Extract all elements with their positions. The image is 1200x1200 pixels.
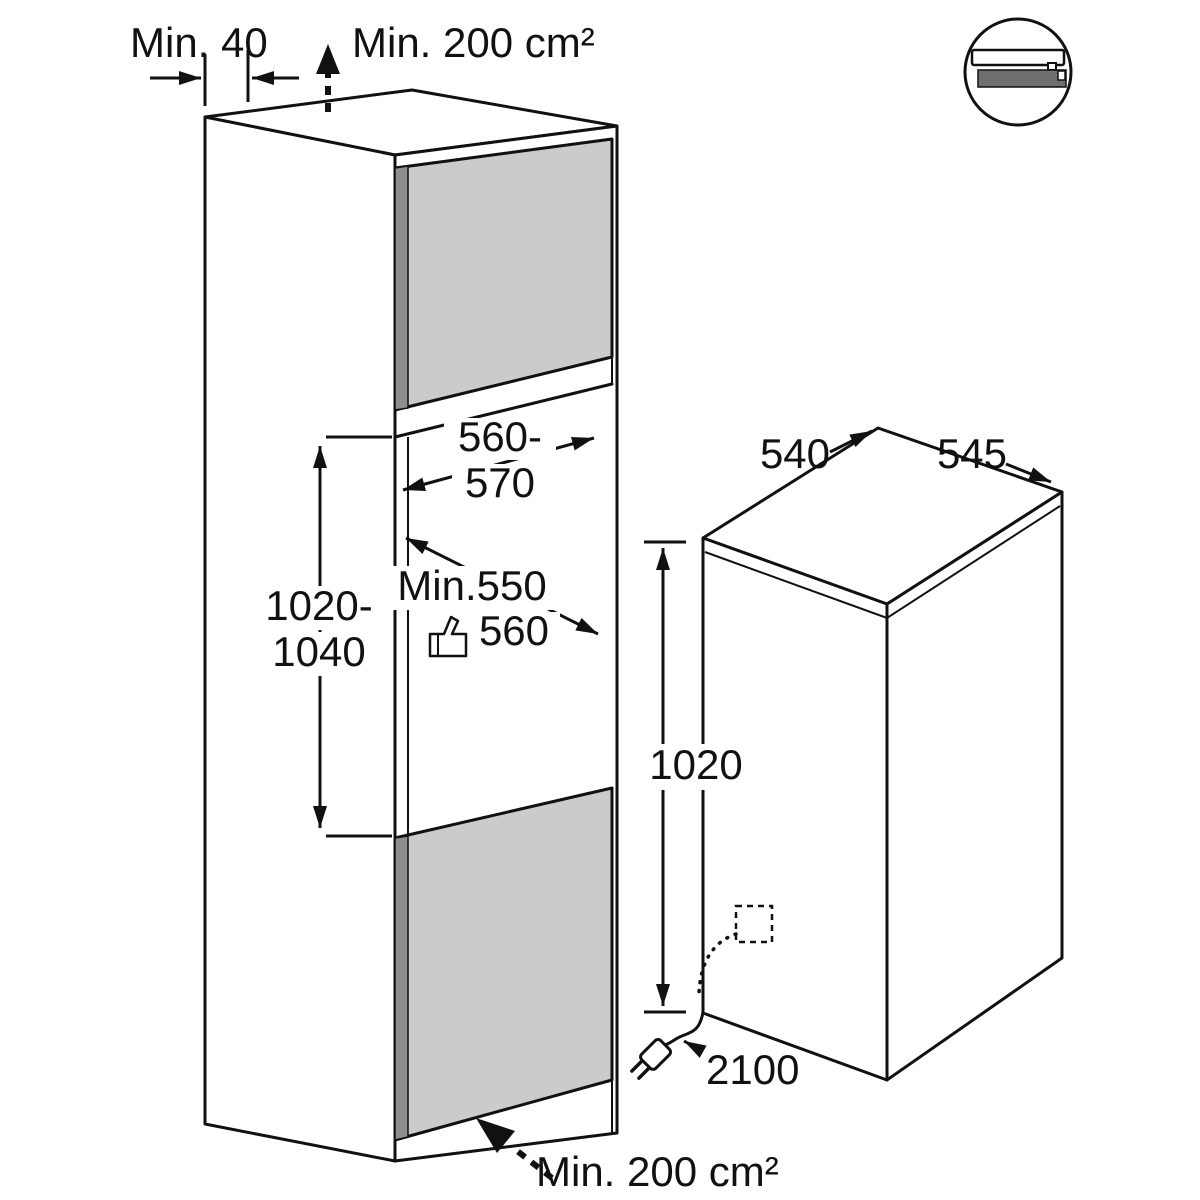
grille-tab — [1047, 62, 1057, 71]
appliance-box — [701, 426, 1064, 1082]
grille-bottom-slat — [977, 69, 1067, 88]
niche-width-label-bg1 — [444, 418, 556, 460]
vent-top-label: Min. 200 cm² — [352, 19, 595, 66]
thumbs-up-icon — [428, 615, 468, 658]
appliance-width-value: 540 — [760, 430, 830, 477]
niche-width-value-line2: 570 — [465, 459, 535, 506]
vent-bottom-label: Min. 200 cm² — [536, 1148, 779, 1195]
airflow-bottom-head — [476, 1118, 515, 1153]
niche-depth-value-line2: 560 — [479, 607, 549, 654]
niche-width-value-line1: 560- — [458, 413, 542, 460]
appliance-front-face — [701, 536, 889, 1082]
cable-length-pointer — [683, 1039, 707, 1058]
niche-depth-label-bg1 — [390, 566, 554, 610]
lower-door-edge-shadow — [394, 835, 409, 1141]
lower-door-panel — [393, 786, 614, 1142]
cable-to-socket-dotted — [697, 932, 738, 996]
niche-height-label-bg2 — [252, 632, 388, 676]
socket-outlet-dashed-icon — [734, 904, 774, 944]
upper-door-edge-shadow — [394, 165, 409, 411]
grille-top-slat — [970, 48, 1066, 67]
airflow-arrow-icon: Min. 200 cm² — [476, 1118, 779, 1195]
plinth-ventilation-grille-icon — [963, 17, 1073, 127]
appliance-width-arrow — [829, 429, 873, 454]
niche-width-label-bg2 — [452, 464, 548, 506]
appliance-depth-dimension: 545 — [937, 430, 1052, 484]
airflow-top-head — [316, 44, 340, 74]
niche-height-value-line1: 1020- — [265, 582, 372, 629]
appliance-height-label-bg — [640, 744, 752, 790]
niche-height-label-bg1 — [248, 586, 390, 630]
appliance-depth-value: 545 — [937, 430, 1007, 477]
grille-end-cap — [1057, 70, 1066, 81]
appliance-height-dimension: 1020 — [640, 540, 752, 1014]
appliance-depth-arrow — [1005, 462, 1052, 484]
power-cable — [662, 1010, 705, 1048]
appliance-side-face — [885, 490, 1064, 1082]
min-40-label: Min. 40 — [130, 19, 268, 66]
airflow-bottom-shaft — [510, 1144, 554, 1181]
cable-length-value: 2100 — [706, 1046, 799, 1093]
mains-connection: 2100 — [630, 904, 799, 1093]
appliance-height-value: 1020 — [649, 741, 742, 788]
niche-depth-dimension: Min.550 560 — [390, 536, 599, 658]
appliance-lid-seam — [704, 505, 1061, 620]
niche-depth-label-bg2 — [468, 612, 560, 654]
power-plug-icon — [630, 1037, 673, 1080]
niche-height-value-line2: 1040 — [272, 628, 365, 675]
niche-depth-value-line1: Min.550 — [397, 562, 546, 609]
appliance-width-dimension: 540 — [760, 429, 873, 477]
niche-height-dimension: 1020- 1040 — [248, 435, 392, 838]
niche-width-dimension: 560- 570 — [402, 413, 595, 506]
niche-ceiling-edge — [393, 382, 614, 439]
min-40-dimension: Min. 40 — [130, 19, 299, 106]
airflow-arrow-up-icon: Min. 200 cm² — [316, 19, 595, 112]
